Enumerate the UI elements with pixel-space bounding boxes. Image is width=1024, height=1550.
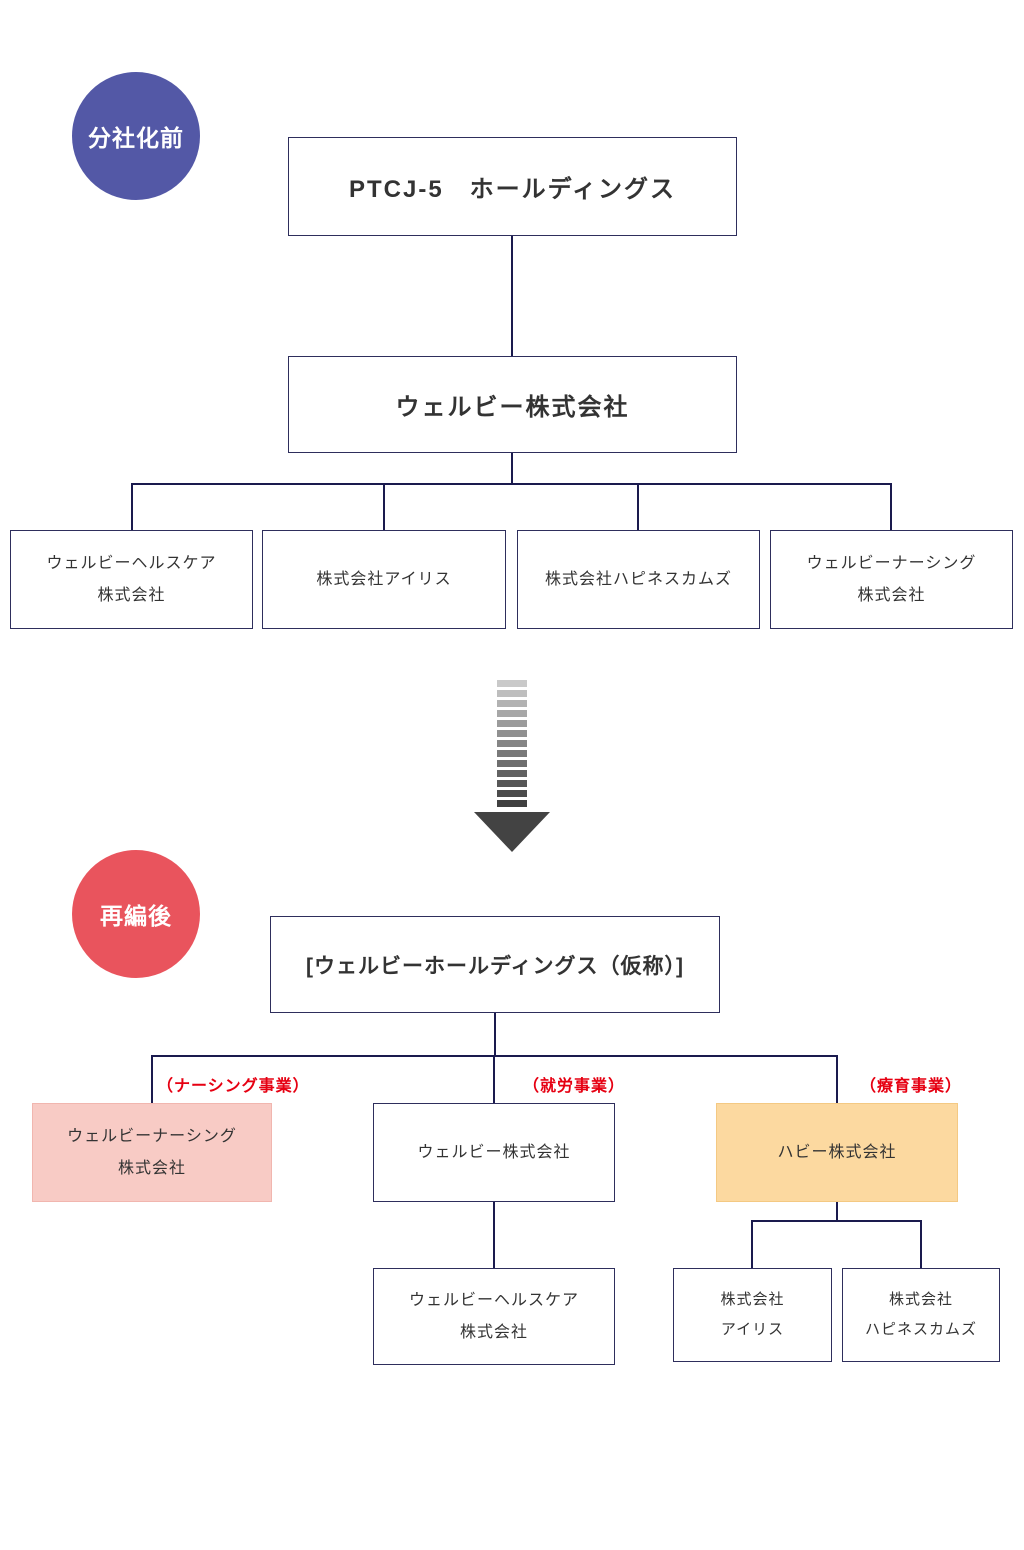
box-happiness-comes-before: 株式会社ハピネスカムズ — [517, 530, 760, 629]
box-welbe-kk-after: ウェルビー株式会社 — [373, 1103, 615, 1202]
box-label-line: 株式会社 — [720, 1291, 785, 1308]
after-badge: 再編後 — [72, 850, 200, 978]
business-label-employment: （就労事業） — [523, 1078, 626, 1095]
box-welbe-nursing-after: ウェルビーナーシング 株式会社 — [32, 1103, 272, 1202]
box-label: 株式会社ハピネスカムズ — [544, 570, 732, 588]
before-badge: 分社化前 — [72, 72, 200, 200]
connector-line — [836, 1202, 838, 1222]
box-iris-after: 株式会社 アイリス — [673, 1268, 832, 1362]
connector-line — [493, 1202, 495, 1268]
box-label-line: ウェルビーナーシング — [67, 1127, 237, 1145]
connector-line — [494, 1013, 496, 1055]
business-label-care: （療育事業） — [860, 1078, 963, 1095]
connector-line — [751, 1220, 753, 1268]
connector-line — [511, 236, 513, 356]
box-label: 株式会社アイリス — [316, 570, 452, 588]
business-label-nursing: （ナーシング事業） — [157, 1078, 310, 1095]
box-label-line: ウェルビーヘルスケア — [46, 554, 217, 572]
box-welbe-holdings-after: [ウェルビーホールディングス（仮称）] — [270, 916, 720, 1013]
box-label-line: ウェルビーヘルスケア — [408, 1291, 579, 1309]
box-label-line: 株式会社 — [117, 1159, 186, 1177]
connector-line — [131, 483, 133, 530]
box-habii-after: ハビー株式会社 — [716, 1103, 958, 1202]
connector-line — [383, 483, 385, 530]
box-label: ウェルビー株式会社 — [417, 1143, 571, 1161]
box-welbe-healthcare-before: ウェルビーヘルスケア 株式会社 — [10, 530, 253, 629]
connector-line — [493, 1055, 495, 1103]
down-arrow-icon — [497, 680, 527, 810]
connector-line — [151, 1055, 153, 1103]
connector-line — [836, 1055, 838, 1103]
box-label-line: ハピネスカムズ — [864, 1321, 977, 1338]
box-ptcj5-holdings: PTCJ-5 ホールディングス — [288, 137, 737, 236]
box-label-line: 株式会社 — [97, 586, 166, 604]
box-welbe-kk-before: ウェルビー株式会社 — [288, 356, 737, 453]
connector-line — [920, 1220, 922, 1268]
box-label-line: ウェルビーナーシング — [806, 554, 977, 572]
before-badge-label: 分社化前 — [88, 125, 184, 151]
box-iris-before: 株式会社アイリス — [262, 530, 506, 629]
after-badge-label: 再編後 — [100, 903, 172, 929]
box-label: ハビー株式会社 — [777, 1143, 897, 1161]
box-label: PTCJ-5 ホールディングス — [348, 176, 676, 203]
box-welbe-nursing-before: ウェルビーナーシング 株式会社 — [770, 530, 1013, 629]
box-welbe-healthcare-after: ウェルビーヘルスケア 株式会社 — [373, 1268, 615, 1365]
box-label: ウェルビー株式会社 — [395, 394, 630, 421]
down-arrow-head-icon — [474, 812, 550, 852]
box-label-line: 株式会社 — [857, 586, 926, 604]
box-label-line: 株式会社 — [459, 1323, 528, 1341]
box-label: [ウェルビーホールディングス（仮称）] — [305, 954, 684, 978]
box-happiness-comes-after: 株式会社 ハピネスカムズ — [842, 1268, 1000, 1362]
connector-line — [890, 483, 892, 530]
connector-line — [637, 483, 639, 530]
box-label-line: 株式会社 — [888, 1291, 953, 1308]
connector-line — [131, 483, 892, 485]
connector-line — [751, 1220, 922, 1222]
box-label-line: アイリス — [720, 1321, 785, 1338]
connector-line — [511, 453, 513, 483]
